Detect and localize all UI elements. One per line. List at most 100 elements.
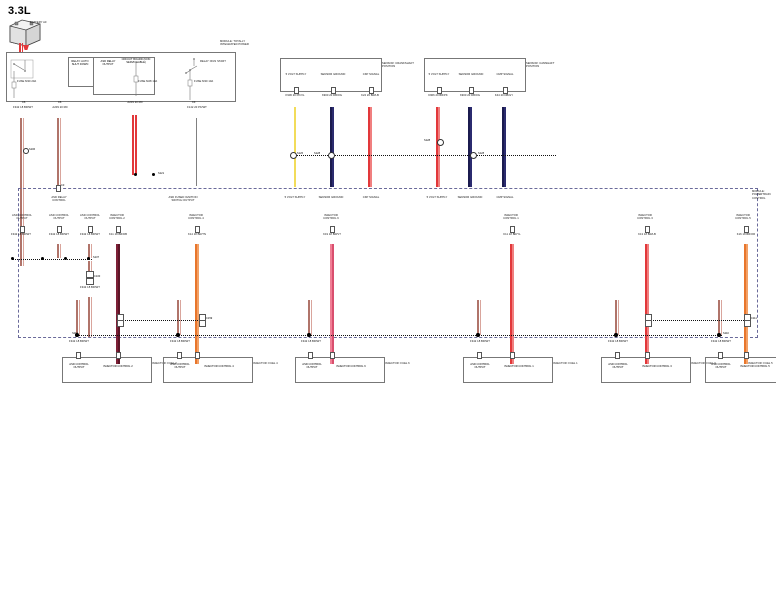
wire-inj5-ctrl-b (746, 244, 749, 364)
camshaft-sensor-title: SENSOR: CAMSHAFT POSITION (526, 62, 555, 69)
connector-c100-pin-lower (86, 278, 94, 285)
wire-a209-left-a (57, 118, 59, 186)
crank-pin-3 (369, 87, 374, 94)
wire-asd-out-2-a (57, 244, 59, 258)
tipm-title: MODULE: TOTALLY INTEGRATED POWER (220, 40, 249, 47)
connector-c159-pin-b (117, 320, 124, 327)
cam-pin2-label: SENSOR GROUND (458, 73, 484, 76)
pcm-pin-inj4 (195, 226, 200, 233)
splice-s128-marker-a (328, 152, 335, 159)
inj5-pin-2 (744, 352, 749, 359)
wire-feed-inj3-a (615, 300, 617, 335)
wire-inj2-ctrl-a (116, 244, 118, 364)
splice-s137-dot-2 (64, 257, 68, 261)
wire-inj3-ctrl-a (645, 244, 647, 364)
pcm-label-inj-ctrl-1: INJECTOR CONTROL 1 (503, 214, 519, 221)
connector-c111-pin-d (744, 320, 751, 327)
connector-c159-pin-d (199, 320, 206, 327)
splice-s137-dot-1 (41, 257, 45, 261)
inj4-right-label: INJECTOR CONTROL 4 (204, 365, 234, 368)
wire-f342-left-a (20, 118, 22, 266)
wire-feed-inj4-b (179, 300, 182, 335)
pcm-label-asd-out-2: ASD CONTROL OUTPUT (49, 214, 69, 221)
wire-feed-inj5-a (718, 300, 720, 335)
splice-s110-label-left: S110 (72, 332, 78, 335)
wire-k900-crank-a (330, 107, 332, 187)
wire-ground-down-b (90, 297, 93, 337)
pcm-label-cmp-signal: CMP SIGNAL (496, 196, 514, 199)
injector-fuel-3-title: INJECTOR: FUEL 3 (691, 362, 716, 365)
pcm-label-sensor-gnd-b: SENSOR GROUND (457, 196, 483, 199)
ground-wire-label: F342 18 BR/WT (80, 286, 100, 289)
inj1-pin-2 (510, 352, 515, 359)
wire-feed-inj6-a (308, 300, 310, 335)
cam-pin-1 (437, 87, 442, 94)
inj1-left-label: ASD CONTROL OUTPUT (470, 363, 490, 370)
inj2-pin-1 (76, 352, 81, 359)
inj3-pin-1 (615, 352, 620, 359)
inj4-left-label: ASD CONTROL OUTPUT (170, 363, 190, 370)
pcm-label-inj-ctrl-2: INJECTOR CONTROL 2 (109, 214, 125, 221)
injector-fuel-6-box (295, 357, 385, 383)
battery-label: BATTERY A0 (30, 21, 47, 24)
wire-feed-inj1-b (479, 300, 482, 335)
pcm-pin-asd-out-2 (57, 226, 62, 233)
bus-dot-inj4 (176, 333, 180, 337)
sensor-ground-splice-bus (296, 155, 556, 156)
wire-asd-out-1-b (22, 244, 25, 258)
splice-s128-label-b: S128 (424, 139, 431, 142)
wire-s137-down-a (88, 261, 90, 271)
injector-fuel-3-box (601, 357, 691, 383)
wire-k900-cam-b (470, 107, 472, 187)
splice-s128-marker-b (437, 139, 444, 146)
tipm-wire-label-a209-b: A209 20 RD (127, 101, 143, 104)
wire-k24-crank-a (368, 107, 370, 187)
splice-s126-marker (290, 152, 297, 159)
tipm-pin-c6-b: C6 (58, 101, 62, 104)
connector-c100-pin-upper (86, 271, 94, 278)
pcm-label-asd-out-3: ASD CONTROL OUTPUT (80, 214, 100, 221)
pcm-label-asd-out-1: ASD CONTROL OUTPUT (12, 214, 32, 221)
wire-k906-crank (294, 107, 296, 187)
wire-inj4-ctrl-b (197, 244, 200, 364)
wire-f142 (196, 118, 197, 186)
tipm-relay-asd-label: RELAY: AUTO SHUT DOWN (71, 60, 89, 67)
tipm-pin-c3: C3 (192, 101, 196, 104)
inj4-feed-wire-label: F342 18 BR/WT (170, 340, 190, 343)
inj5-pin-1 (718, 352, 723, 359)
page-title: 3.3L (8, 5, 31, 17)
inj5-feed-wire-label: F342 18 BR/WT (711, 340, 731, 343)
pcm-label-inj-ctrl-5: INJECTOR CONTROL 5 (735, 214, 751, 221)
connector-c111-label: C111 (751, 317, 757, 320)
pcm-label-asd-fused-ign: ASD FUSED IGNITION SWITCH OUTPUT (168, 196, 198, 203)
connector-c111-run (650, 320, 746, 321)
inj5-left-label: ASD CONTROL OUTPUT (711, 363, 731, 370)
splice-s110-label-right: S110 (723, 332, 729, 335)
wire-feed-inj6-b (310, 300, 313, 335)
pcm-label-inj-ctrl-3: INJECTOR CONTROL 3 (637, 214, 653, 221)
wire-ground-down-a (88, 297, 90, 337)
cam-pin-3 (503, 87, 508, 94)
battery-icon (9, 19, 41, 50)
inj2-feed-wire-label: F342 18 BR/WT (69, 340, 89, 343)
inj3-right-label: INJECTOR CONTROL 3 (642, 365, 672, 368)
splice-s128-label-c: S128 (478, 152, 485, 155)
pcm-label-inj-ctrl-4: INJECTOR CONTROL 4 (188, 214, 204, 221)
inj3-pin-2 (645, 352, 650, 359)
battery-feed-wire (19, 43, 21, 53)
wire-a209-mid-a (132, 115, 134, 175)
injector-fuel-2-title: INJECTOR: FUEL 2 (152, 362, 177, 365)
pcm-wire-k11-inj1: K11 18 BR/YL (503, 233, 521, 236)
crankshaft-sensor-title: SENSOR: CRANKSHAFT POSITION (382, 62, 414, 69)
connector-c159-label: C159 (206, 317, 213, 320)
tipm-fuse-m28-schematic (133, 62, 139, 96)
pcm-wire-f342-3: F342 18 BR/WT (80, 233, 100, 236)
injector-fuel-5-box (705, 357, 776, 383)
splice-s128-marker-c (470, 152, 477, 159)
wire-s137-down-b (90, 261, 93, 271)
tipm-fuse-m30-20a-label: FUSE M30 20A (17, 80, 37, 83)
crank-pin2-label: SENSOR GROUND (320, 73, 346, 76)
inj4-pin-1 (177, 352, 182, 359)
splice-s121-dot (152, 173, 156, 177)
pcm-pin-inj5 (744, 226, 749, 233)
